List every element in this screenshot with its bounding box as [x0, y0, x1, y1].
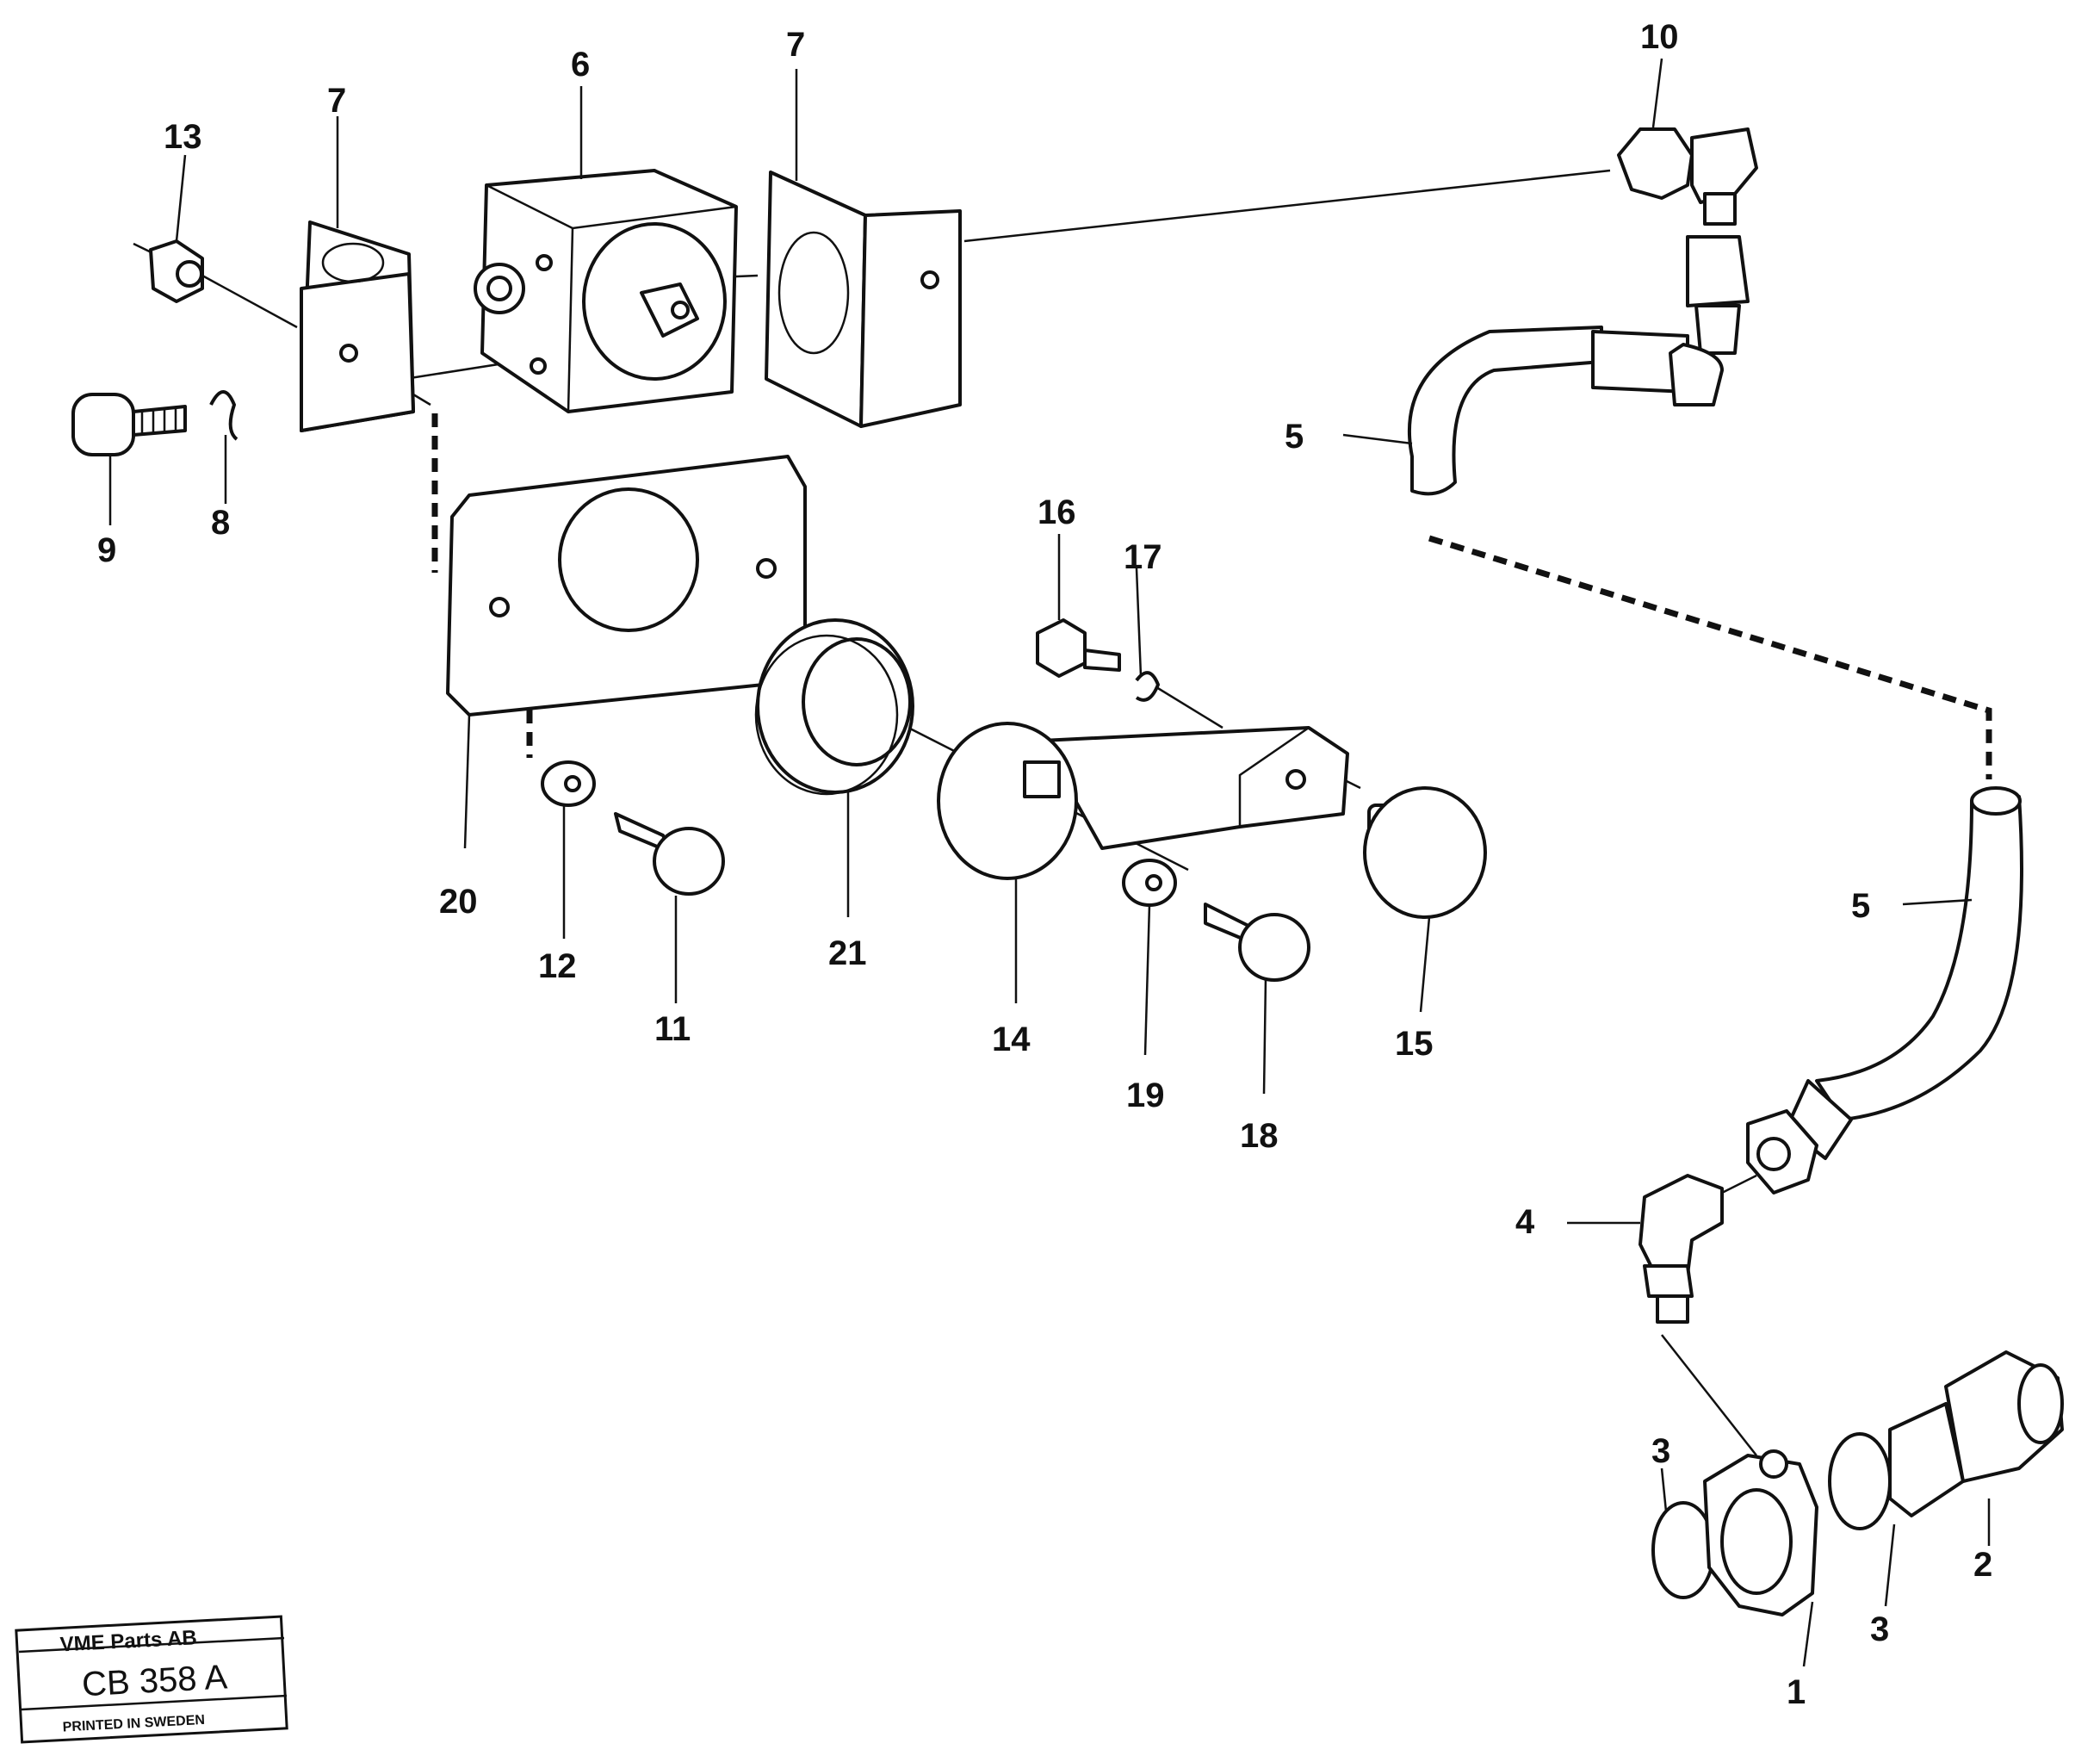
callout-20: 20	[439, 883, 478, 921]
bracket-right	[765, 171, 962, 428]
bolt-2	[1888, 1350, 2064, 1517]
callout-2: 2	[1973, 1546, 1992, 1584]
callout-16: 16	[1038, 493, 1076, 531]
callout-18: 18	[1240, 1117, 1279, 1155]
screw-16	[1036, 618, 1121, 678]
leader-lines	[108, 58, 1991, 1667]
callout-12: 12	[538, 947, 577, 985]
knob	[1363, 786, 1487, 919]
grommet	[754, 618, 914, 796]
callout-21: 21	[828, 934, 867, 972]
callout-7-right: 7	[786, 26, 805, 64]
callout-19: 19	[1126, 1077, 1165, 1114]
clip-17	[1135, 671, 1160, 702]
bracket-left	[300, 220, 415, 432]
screw-11	[614, 812, 725, 896]
washer-12	[541, 760, 596, 807]
stamp-box: VME Parts AB CB 358 A PRINTED IN SWEDEN	[15, 1615, 288, 1744]
mounting-plate	[446, 455, 807, 717]
banjo-1	[1703, 1449, 1818, 1616]
ring-3-left	[1651, 1501, 1715, 1599]
callout-5-lower: 5	[1851, 887, 1870, 925]
callout-3-right: 3	[1870, 1610, 1889, 1648]
stamp-code: CB 358 A	[81, 1658, 228, 1703]
washer-19	[1122, 859, 1177, 907]
callout-8: 8	[211, 504, 230, 542]
callout-9: 9	[97, 531, 116, 569]
callout-1: 1	[1787, 1673, 1806, 1711]
callout-3-left: 3	[1651, 1432, 1670, 1470]
callout-13: 13	[164, 118, 202, 156]
lever	[937, 722, 1349, 880]
hose-lower	[1746, 786, 2023, 1194]
screw-18	[1204, 903, 1310, 982]
callout-11: 11	[654, 1010, 691, 1048]
callout-numbers: 1 2 3 3 4 5 5 6 7 7 8 9 10 11 12 13 14 1…	[97, 18, 1992, 1711]
valve-block	[474, 169, 738, 413]
ring-3-right	[1828, 1432, 1892, 1530]
callout-4: 4	[1515, 1203, 1535, 1241]
callout-6: 6	[571, 46, 590, 84]
callout-7-left: 7	[327, 82, 346, 120]
callout-14: 14	[992, 1021, 1031, 1058]
nut	[149, 239, 204, 303]
callout-5-upper: 5	[1285, 418, 1304, 456]
elbow-fitting-4	[1638, 1174, 1724, 1324]
spring-washer	[209, 390, 238, 441]
callout-10: 10	[1640, 18, 1679, 56]
elbow-fitting-10	[1617, 127, 1758, 355]
callout-15: 15	[1395, 1025, 1434, 1063]
screw-9	[71, 393, 187, 456]
callout-17: 17	[1124, 538, 1162, 576]
hose-upper	[1407, 326, 1724, 496]
